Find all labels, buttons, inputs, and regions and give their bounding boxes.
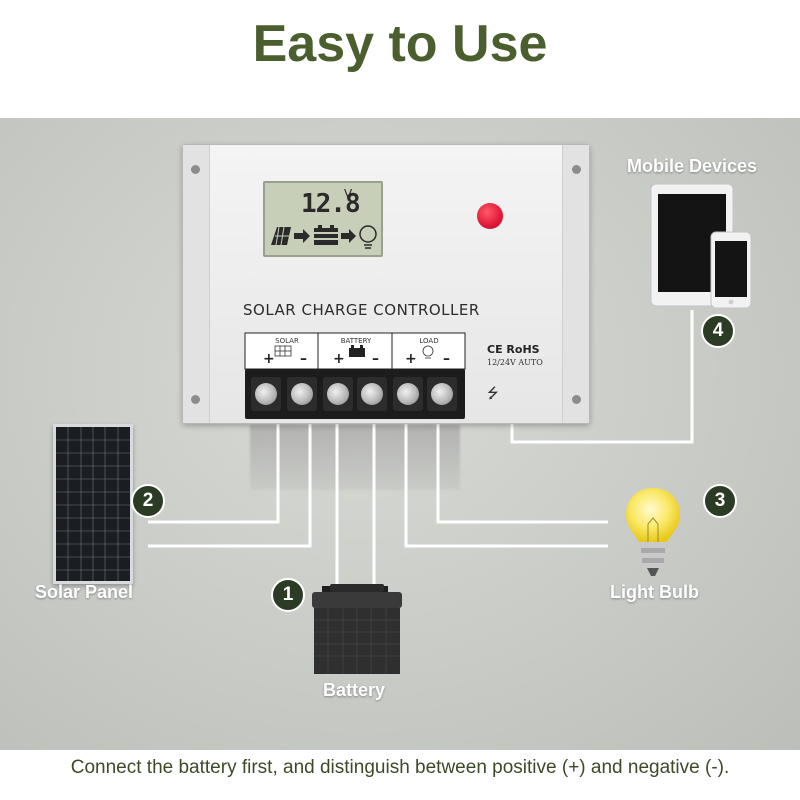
mounting-hole xyxy=(572,395,581,404)
lcd-arrow-icon xyxy=(341,229,356,243)
terminal-screw[interactable] xyxy=(323,377,353,411)
lcd-status-icons xyxy=(271,225,377,249)
load-minus-sign: – xyxy=(443,351,450,367)
battery-plus-sign: + xyxy=(333,351,345,367)
lcd-voltage-value: 12.8 xyxy=(301,189,361,219)
page-title: Easy to Use xyxy=(252,15,548,73)
terminal-screw[interactable] xyxy=(393,377,423,411)
lcd-voltage-unit: V xyxy=(344,187,353,201)
solar-panel-cells xyxy=(56,427,130,581)
load-plus-sign: + xyxy=(405,351,417,367)
certification-mark: CE RoHS xyxy=(487,343,540,356)
terminal-label-solar: SOLAR xyxy=(275,337,299,345)
battery-label: Battery xyxy=(323,680,386,700)
light-bulb-image xyxy=(626,488,680,576)
solar-panel-label: Solar Panel xyxy=(35,582,134,602)
lcd-arrow-icon xyxy=(294,229,310,243)
terminal-bulb-icon xyxy=(422,345,434,359)
step-badge-solar-panel: 2 xyxy=(131,484,165,518)
controller-name: SOLAR CHARGE CONTROLLER xyxy=(243,301,480,319)
terminal-label-panel xyxy=(244,332,466,370)
load-positive-wire xyxy=(404,424,608,548)
terminal-screw[interactable] xyxy=(357,377,387,411)
mounting-ear-right xyxy=(562,145,589,423)
usb-wire xyxy=(510,310,694,444)
lcd-display: 12.8 V xyxy=(263,181,383,257)
step-badge-battery: 1 xyxy=(271,578,305,612)
lcd-bulb-icon xyxy=(359,225,377,249)
mounting-hole xyxy=(191,395,200,404)
mobile-devices-image xyxy=(650,183,752,309)
controller-reflection xyxy=(250,425,460,490)
terminal-block xyxy=(245,369,465,419)
mounting-hole xyxy=(572,165,581,174)
terminal-label-load: LOAD xyxy=(419,337,439,345)
step-badge-mobile-devices: 4 xyxy=(701,314,735,348)
power-button[interactable] xyxy=(477,203,503,229)
terminal-screw[interactable] xyxy=(251,377,281,411)
solar-minus-sign: – xyxy=(300,351,307,367)
instruction-footer: Connect the battery first, and distingui… xyxy=(70,757,730,778)
light-bulb-label: Light Bulb xyxy=(610,582,699,602)
mobile-devices-label: Mobile Devices xyxy=(627,156,758,176)
lcd-battery-icon xyxy=(314,225,338,245)
solar-positive-wire xyxy=(148,424,280,524)
solar-charge-controller: 12.8 V xyxy=(182,144,590,424)
voltage-rating: 12/24V AUTO xyxy=(487,358,543,367)
battery-image xyxy=(312,584,402,674)
step-badge-light-bulb: 3 xyxy=(703,484,737,518)
solar-plus-sign: + xyxy=(263,351,275,367)
terminal-battery-icon xyxy=(349,345,365,357)
terminal-label-battery: BATTERY xyxy=(340,337,372,345)
mounting-ear-left xyxy=(183,145,210,423)
terminal-solar-icon xyxy=(274,345,292,357)
terminal-screw[interactable] xyxy=(427,377,457,411)
battery-minus-sign: – xyxy=(372,351,379,367)
solar-negative-wire xyxy=(148,424,312,548)
load-negative-wire xyxy=(436,424,608,524)
solar-panel-image xyxy=(53,424,133,584)
mounting-hole xyxy=(191,165,200,174)
terminal-screw[interactable] xyxy=(287,377,317,411)
usb-icon: ⭍ xyxy=(487,385,499,401)
